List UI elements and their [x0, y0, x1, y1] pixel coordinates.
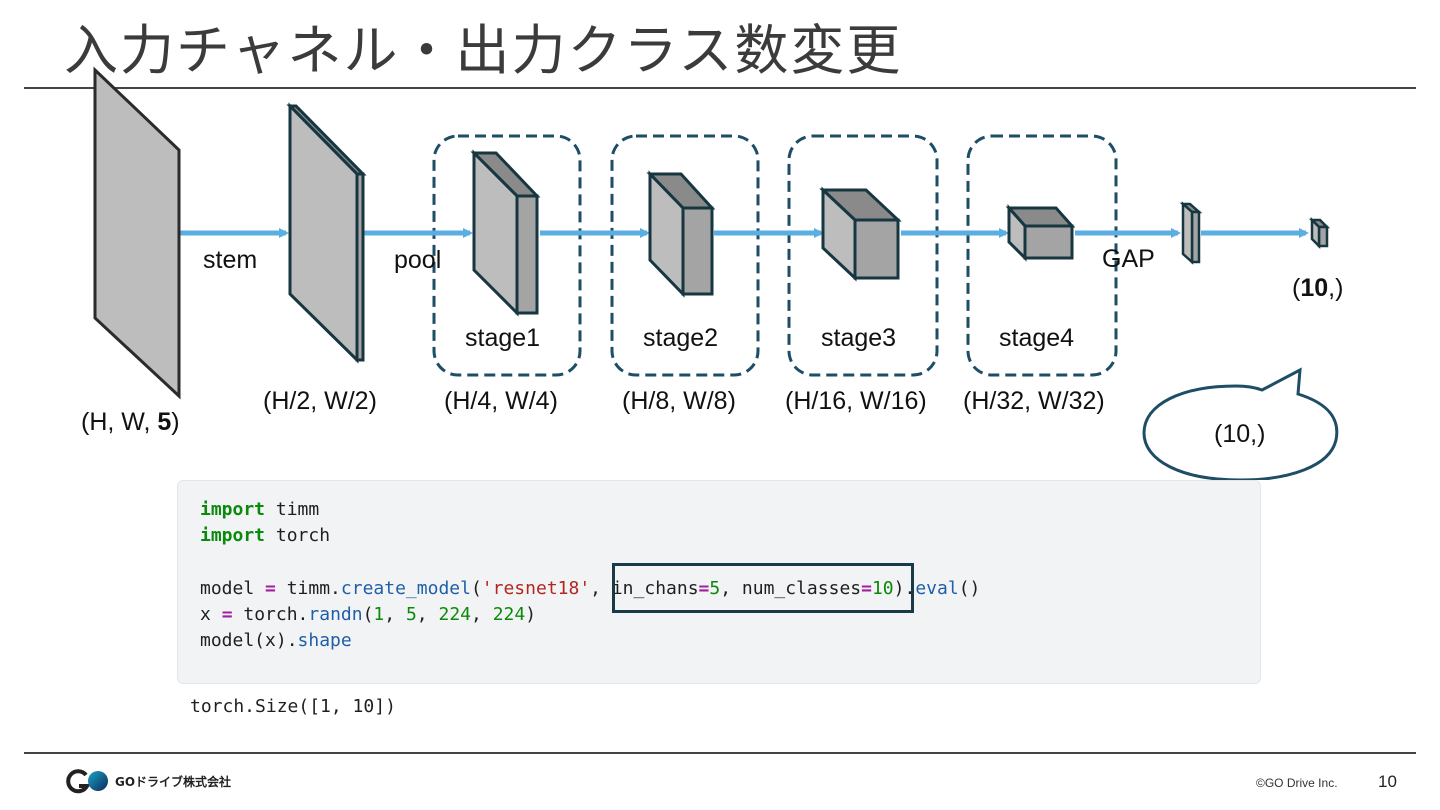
label-stage1: stage1 [465, 324, 541, 352]
go-logo-icon [66, 769, 108, 794]
resnet-diagram [93, 66, 1339, 480]
slide-title: 入力チャネル・出力クラス数変更 [64, 19, 903, 82]
stage2-block [646, 170, 716, 298]
input-plane [93, 66, 181, 400]
label-shape-quarter: (H/4, W/4) [444, 387, 558, 415]
stage4-block [1005, 204, 1076, 262]
label-input-shape: (H, W, 5) [81, 408, 180, 436]
code-line-4: x = torch.randn(1, 5, 224, 224) [200, 604, 537, 625]
stage4-box [966, 134, 1118, 377]
highlight-box [612, 563, 914, 613]
stage3-block [819, 186, 902, 282]
footer-divider [24, 752, 1416, 754]
label-stem: stem [203, 246, 258, 274]
page-number: 10 [1378, 772, 1397, 791]
label-shape-thirtysecond: (H/32, W/32) [963, 387, 1105, 415]
code-line-3: model = timm.create_model('resnet18', in… [200, 578, 981, 599]
code-output: torch.Size([1, 10]) [190, 696, 396, 717]
callout-text: (10,) [1214, 420, 1266, 448]
stage1-box [432, 134, 582, 377]
code-line-2: import torch [200, 525, 331, 546]
label-shape-sixteenth: (H/16, W/16) [785, 387, 927, 415]
stage3-box [787, 134, 939, 377]
label-stage2: stage2 [643, 324, 719, 352]
title-divider [24, 87, 1416, 89]
label-pool: pool [394, 246, 442, 274]
label-stage4: stage4 [999, 324, 1075, 352]
callout-bubble [1142, 367, 1339, 480]
label-gap: GAP [1102, 245, 1155, 273]
stage1-block [470, 149, 541, 317]
input-channels-value: 5 [157, 408, 172, 436]
label-shape-half: (H/2, W/2) [263, 387, 377, 415]
code-line-1: import timm [200, 499, 320, 520]
company-name: GOドライブ株式会社 [115, 775, 232, 789]
output-vector-block [1308, 216, 1331, 250]
label-output-shape: (10,) [1292, 274, 1344, 302]
label-shape-eighth: (H/8, W/8) [622, 387, 736, 415]
output-classes-value: 10 [1300, 274, 1329, 302]
code-line-5: model(x).shape [200, 630, 352, 651]
gap-vector-block [1179, 201, 1203, 265]
label-stage3: stage3 [821, 324, 897, 352]
code-cell [177, 480, 1261, 684]
stem-output-block [286, 102, 367, 364]
stage2-box [610, 134, 760, 377]
copyright-text: ©GO Drive Inc. [1256, 776, 1338, 790]
